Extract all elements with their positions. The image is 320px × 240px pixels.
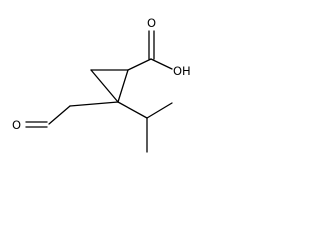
structure-canvas: O OH O <box>0 0 218 167</box>
ring-to-carboxyl-bond <box>127 58 152 71</box>
ring-to-isopropyl-bond <box>117 101 148 119</box>
aldehyde-oxygen-label: O <box>12 118 21 132</box>
carboxyl-oxygen-label: O <box>147 16 156 30</box>
carboxyl-oh-bond <box>150 58 173 70</box>
ring-to-ch2-bond <box>69 101 119 107</box>
ring-bond-left <box>90 69 119 103</box>
isopropyl-methyl-bond-up <box>146 102 173 119</box>
ring-bond-right <box>117 69 129 103</box>
ch2-to-cho-bond <box>48 105 71 125</box>
structure-drawing: O OH O <box>12 16 191 153</box>
carboxyl-hydroxyl-label: OH <box>173 64 191 78</box>
